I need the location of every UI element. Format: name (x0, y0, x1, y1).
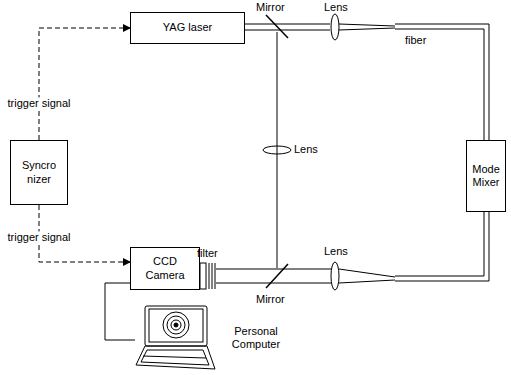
fiber-line (395, 212, 489, 281)
laser-beam (339, 269, 395, 277)
lens-symbol (331, 262, 339, 290)
lens-label: Lens (324, 245, 348, 258)
edge-label: trigger signal (7, 231, 72, 244)
fiber-line (395, 212, 484, 276)
filter-symbol (212, 263, 213, 289)
node-text: Personal Computer (221, 325, 285, 351)
mirror-symbol (266, 264, 288, 288)
laptop-drawing (135, 305, 221, 371)
lens-symbol (263, 146, 291, 154)
laser-beam (216, 283, 331, 284)
laser-beam (216, 269, 331, 270)
laser-beam (245, 24, 330, 25)
laser-box: YAG laser (130, 12, 245, 44)
node-text: Mode Mixer (471, 163, 501, 189)
mode-mixer-box: Mode Mixer (466, 140, 506, 212)
trigger-line (39, 28, 130, 140)
laser-beam (277, 32, 278, 268)
signal-cable (105, 283, 135, 340)
filter-symbol (215, 263, 216, 289)
laser-beam (339, 28, 395, 30)
laser-beam (339, 24, 395, 26)
node-text: CCD Camera (135, 255, 195, 281)
camera-box: CCD Camera (130, 247, 200, 290)
lens-symbol (331, 14, 339, 40)
filter-symbol (209, 263, 210, 289)
node-text: YAG laser (163, 21, 212, 34)
node-text: Syncro nizer (15, 159, 63, 185)
laser-beam (245, 30, 330, 31)
fiber-line (395, 24, 489, 140)
lens-label: Lens (324, 1, 348, 14)
mirror-label: Mirror (256, 1, 285, 14)
filter-symbol (200, 263, 206, 289)
filter-label: filter (197, 247, 218, 260)
mirror-label: Mirror (256, 293, 285, 306)
lens-label: Lens (294, 143, 318, 156)
fiber-line (395, 29, 484, 140)
laser-beam (339, 280, 395, 283)
computer-icon: Personal Computer (135, 305, 295, 371)
synchronizer-box: Syncro nizer (10, 140, 68, 205)
fiber-label: fiber (405, 34, 426, 47)
edge-label: trigger signal (7, 97, 72, 110)
